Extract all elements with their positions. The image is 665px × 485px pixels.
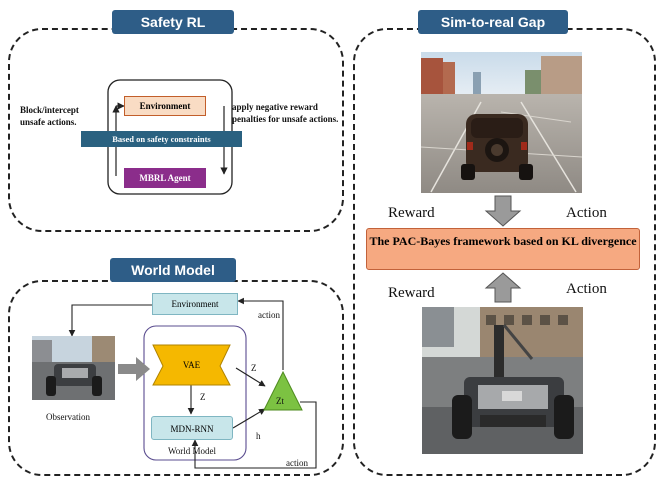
sim-to-real-title: Sim-to-real Gap xyxy=(418,10,568,34)
mdn-rnn-box: MDN-RNN xyxy=(151,416,233,440)
mbrl-agent-box: MBRL Agent xyxy=(124,168,206,188)
safety-environment-box: Environment xyxy=(124,96,206,116)
zt-label: Zt xyxy=(276,396,284,406)
action-label-bottom: Action xyxy=(566,281,607,297)
action-label-top: Action xyxy=(566,205,607,221)
action-label-top: action xyxy=(258,310,280,320)
safety-constraints-bar: Based on safety constraints xyxy=(81,131,242,147)
z-label-vae-zt: Z xyxy=(251,363,257,373)
safety-rl-title: Safety RL xyxy=(112,10,234,34)
observation-image xyxy=(32,336,115,400)
action-label-bottom: action xyxy=(286,458,308,468)
z-label-vae-mdn: Z xyxy=(200,392,206,402)
h-label: h xyxy=(256,431,261,441)
vae-label: VAE xyxy=(182,360,201,370)
simulation-car-image xyxy=(421,52,582,193)
observation-label: Observation xyxy=(46,412,90,422)
reward-label-bottom: Reward xyxy=(388,285,435,301)
real-vehicle-image xyxy=(422,307,583,454)
reward-label-top: Reward xyxy=(388,205,435,221)
world-environment-box: Environment xyxy=(152,293,238,315)
world-model-inner-label: World Model xyxy=(168,446,217,456)
pac-bayes-framework-box: The PAC-Bayes framework based on KL dive… xyxy=(366,228,640,270)
negative-reward-note: apply negative reward penalties for unsa… xyxy=(232,102,339,124)
block-unsafe-note: Block/intercept unsafe actions. xyxy=(20,105,79,127)
world-model-title: World Model xyxy=(110,258,236,282)
